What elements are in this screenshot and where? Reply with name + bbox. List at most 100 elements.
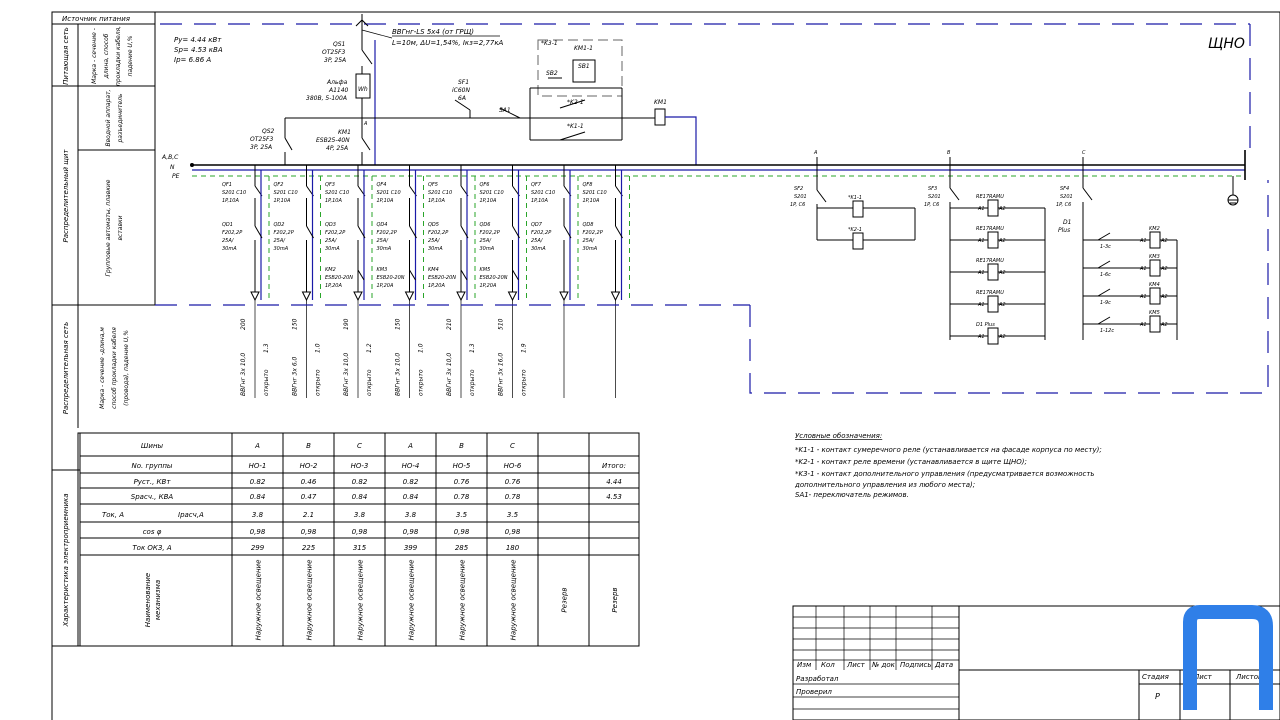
d1plus-a: D1 [1063,219,1071,226]
qf-label: 1P,10A [222,198,239,204]
qd-label: QD1 [222,222,233,228]
table-cell: 0.82 [352,478,368,486]
km-label: 1P,20A [325,283,342,289]
qd-label: QD8 [583,222,594,228]
relay-a2: A2 [998,334,1006,340]
group-breakers-a: Групповые автоматы, плавкие [105,179,112,276]
table-cell: 299 [251,544,265,552]
stamp-header: Изм [797,661,812,669]
legend-line-2: *K2-1 - контакт реле времени (устанавлив… [795,458,1027,466]
group-install-method: открыто [366,369,373,396]
km-coil-label: KM5 [1149,310,1160,316]
table-cell: 180 [506,544,520,552]
power-source-header: Источник питания [62,15,130,23]
relay-coil [987,263,999,281]
qf-label: S201 C10 [531,190,555,196]
relay-a2: A2 [998,270,1006,276]
qd-label: 30mA [531,246,546,252]
relay-a1: A1 [977,302,985,308]
sf4-model: S201 [1060,194,1073,200]
table-row-label: Шины [141,442,164,450]
relay-label: RE17RAMU [976,258,1004,264]
table-cell: 3.8 [354,511,366,519]
bus-pe-label: PE [172,173,180,180]
sf3-name: SF3 [928,186,937,192]
qd-label: QD6 [480,222,491,228]
table-cell: НО-5 [453,462,471,470]
qd-label: F202,2P [222,230,242,236]
qd-label: QD3 [325,222,336,228]
qd-label: F202,2P [583,230,603,236]
relay-a2: A2 [998,238,1006,244]
table-cell: 3.5 [507,511,519,519]
km-coil [1149,315,1161,333]
table-cell: 0,98 [403,528,419,536]
table-cell: 0.76 [454,478,470,486]
sa1-label: SA1 [499,107,511,114]
table-cell: 0,98 [352,528,368,536]
input-breaker-b: разъединитель [117,93,124,143]
dist-desc-b: способ прокладки кабеля [111,327,118,409]
feeder-params: L=10м, ΔU=1,54%, Iкз=2,77кА [392,39,504,47]
phase-mark-c: C [1082,150,1086,156]
stamp-header: Дата [934,661,953,669]
table-cell: 225 [302,544,316,552]
phase-a-mark-feed: A [363,121,368,127]
qd-label: F202,2P [377,230,397,236]
qd-label: QD2 [274,222,285,228]
relay-a1: A1 [977,238,985,244]
qd-label: 30mA [428,246,443,252]
qd-label: F202,2P [480,230,500,236]
drawing-frame [51,11,1280,720]
qd-label: 25A/ [428,238,441,244]
table-cell: НО-6 [504,462,522,470]
supply-desc-b: длина, способ [103,33,110,79]
group-cable-type: ВВГнг 3х 10,0 [343,353,350,396]
relay-coil [987,295,999,313]
table-row-label: No. группы [132,462,173,470]
relay-a1: A1 [977,334,985,340]
km-a2: A2 [1160,238,1168,244]
title-stamp: Стадия Лист Листов Р Разработал Проверил… [792,605,1280,720]
table-cell: 0.84 [352,493,368,501]
table-cell: НО-1 [249,462,267,470]
qd-label: 25A/ [222,238,235,244]
table-cell: A [254,442,260,450]
sf1-rating: 6A [458,95,466,102]
table-cell: 0.84 [250,493,266,501]
table-cell: 315 [353,544,367,552]
table-mechanism-name: Наружное освещение [357,560,365,641]
group-voltage-drop: 1.0 [418,343,425,353]
stamp-sheet: Лист [1193,673,1213,681]
qs1-rating: 3P, 25A [324,57,346,64]
qs1-model: OT25F3 [322,49,345,56]
km-coil-label: KM3 [1149,254,1160,260]
qd-label: 25A/ [377,238,390,244]
sf3-model: S201 [928,194,941,200]
qf-label: QF2 [274,182,284,188]
qf-label: S201 C10 [377,190,401,196]
relay-coil [987,199,999,217]
relay-control-panel: SF2 S201 1P, C6 *K1-1 *K2-1 SF3 S201 1P,… [155,157,1269,394]
table-row-label: Ток, А [102,511,124,519]
qd-label: F202,2P [428,230,448,236]
table-row-label: Наименование [144,573,152,627]
group-cable-length: 190 [343,318,350,330]
group-cable-length: 200 [240,318,247,330]
group-cable-length: 150 [292,318,299,330]
table-cell: 0.47 [301,493,317,501]
meter-symbol: Wh [358,86,368,93]
km-label: 1P,20A [377,283,394,289]
km1-coil [654,108,666,126]
km-coil-label: KM4 [1149,282,1160,288]
qf-label: QF4 [377,182,387,188]
km-a1: A1 [1139,322,1147,328]
qf-label: 1P,10A [274,198,291,204]
qd-label: 25A/ [531,238,544,244]
table-cell: НО-2 [300,462,318,470]
qs1-name: QS1 [333,41,345,48]
relay-coil [987,327,999,345]
power-summary: Py= 4.44 кВт Sp= 4.53 кВА Ip= 6.86 A [174,36,223,64]
